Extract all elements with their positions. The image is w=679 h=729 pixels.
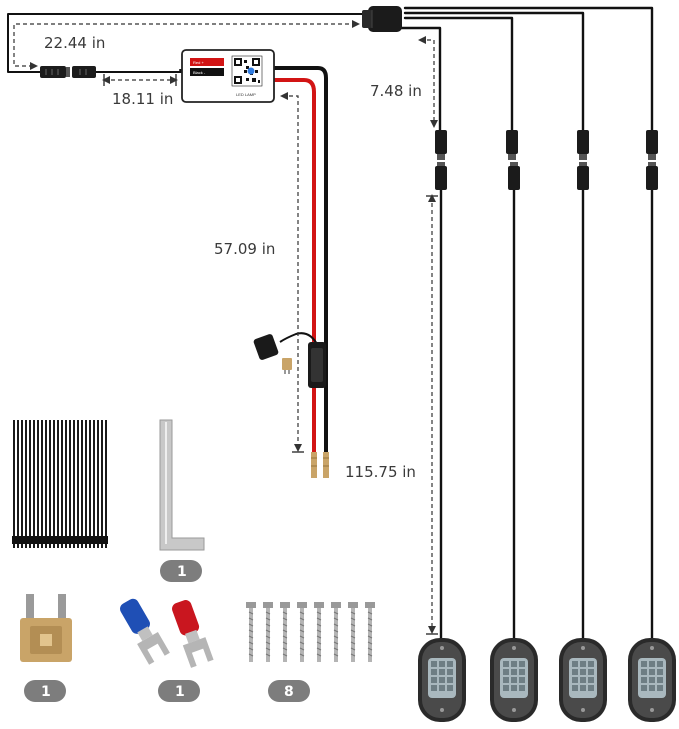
screw-2 <box>263 602 273 662</box>
input-connector <box>40 66 96 78</box>
cable-tie-heads <box>12 536 108 544</box>
svg-text:1: 1 <box>177 564 187 580</box>
connector-pair-4 <box>646 130 658 190</box>
main-harness-wires <box>7 6 654 642</box>
rock-light-4 <box>628 638 676 722</box>
wire-tips <box>311 452 329 478</box>
qty-badge-fuse: 1 <box>24 680 66 702</box>
blade-fuse-icon <box>20 594 72 662</box>
dim-label-hub-to-light: 7.48 in <box>370 82 422 100</box>
inline-fuse-holder <box>253 332 326 388</box>
qty-badge-hex-key: 1 <box>160 560 202 582</box>
connector-pair-3 <box>577 130 589 190</box>
power-wire-red <box>270 78 316 454</box>
dim-label-input-lead: 22.44 in <box>44 34 105 52</box>
svg-text:1: 1 <box>41 684 51 700</box>
controller-caption: LED LAMP <box>236 92 256 97</box>
dimension-arrowheads <box>30 20 438 634</box>
dim-label-power-lead: 57.09 in <box>214 240 275 258</box>
hex-key-icon <box>159 419 205 551</box>
screw-8 <box>365 602 375 662</box>
qr-code-icon <box>231 55 263 87</box>
screw-4 <box>297 602 307 662</box>
rock-light-2 <box>490 638 538 722</box>
controller-label-black: Black - <box>193 70 206 75</box>
svg-text:8: 8 <box>284 684 294 700</box>
screw-1 <box>246 602 256 662</box>
distribution-hub <box>362 6 402 32</box>
controller-label-red: Red + <box>193 60 204 65</box>
connector-pair-2 <box>506 130 520 190</box>
screw-7 <box>348 602 358 662</box>
qty-badge-terminals: 1 <box>158 680 200 702</box>
light-connectors <box>435 130 658 190</box>
svg-text:1: 1 <box>175 684 185 700</box>
dim-label-controller-lead: 18.11 in <box>112 90 173 108</box>
dimension-ticks <box>103 74 438 635</box>
dim-label-light-lead: 115.75 in <box>345 463 416 481</box>
spade-terminals-icon <box>120 598 214 668</box>
screw-5 <box>314 602 324 662</box>
qty-badge-screws: 8 <box>268 680 310 702</box>
dimension-lines <box>13 23 435 630</box>
rock-lights <box>418 638 676 722</box>
cable-ties <box>13 420 107 548</box>
rock-light-3 <box>559 638 607 722</box>
controller-box: Red + Black - LED LAMP <box>181 49 275 103</box>
screw-3 <box>280 602 290 662</box>
screws-icon <box>246 602 375 662</box>
rock-light-1 <box>418 638 466 722</box>
connector-pair-1 <box>435 130 447 190</box>
screw-6 <box>331 602 341 662</box>
